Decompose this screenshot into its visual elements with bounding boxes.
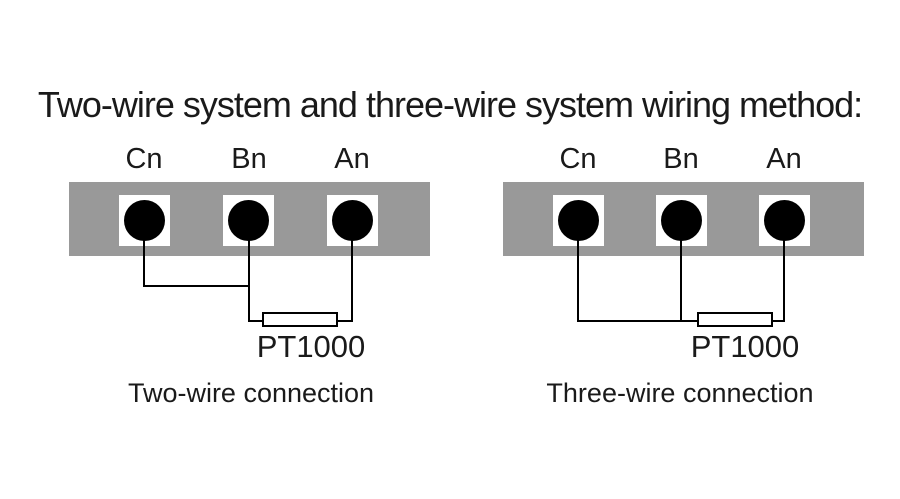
terminal-dot-cn (124, 200, 165, 241)
terminal-label-bn: Bn (663, 143, 699, 175)
wire-cn-horizontal (577, 320, 699, 322)
terminal-dot-bn (661, 200, 702, 241)
wire-bn-vertical (248, 240, 250, 322)
terminal-dot-cn (558, 200, 599, 241)
terminal-label-cn: Cn (125, 143, 163, 175)
diagram-caption: Three-wire connection (546, 378, 814, 408)
terminal-label-an: An (766, 143, 802, 175)
page-title: Two-wire system and three-wire system wi… (37, 84, 863, 125)
wire-cn-vertical (143, 240, 145, 287)
terminal-dot-an (764, 200, 805, 241)
resistor-label: PT1000 (690, 329, 800, 364)
wire-an-vertical (351, 240, 353, 322)
wire-cn-horizontal (143, 285, 250, 287)
terminal-dot-an (332, 200, 373, 241)
wire-cn-vertical (577, 240, 579, 322)
wire-an-stub (771, 320, 785, 322)
wire-an-vertical (783, 240, 785, 322)
terminal-label-an: An (334, 143, 370, 175)
wire-bn-vertical (680, 240, 682, 322)
resistor-body (697, 312, 773, 327)
terminal-label-bn: Bn (231, 143, 267, 175)
resistor-label: PT1000 (256, 329, 366, 364)
terminal-label-cn: Cn (559, 143, 597, 175)
wire-bn-stub (248, 320, 264, 322)
terminal-dot-bn (228, 200, 269, 241)
resistor-body (262, 312, 338, 327)
diagram-caption: Two-wire connection (127, 378, 375, 408)
wire-an-stub (336, 320, 353, 322)
